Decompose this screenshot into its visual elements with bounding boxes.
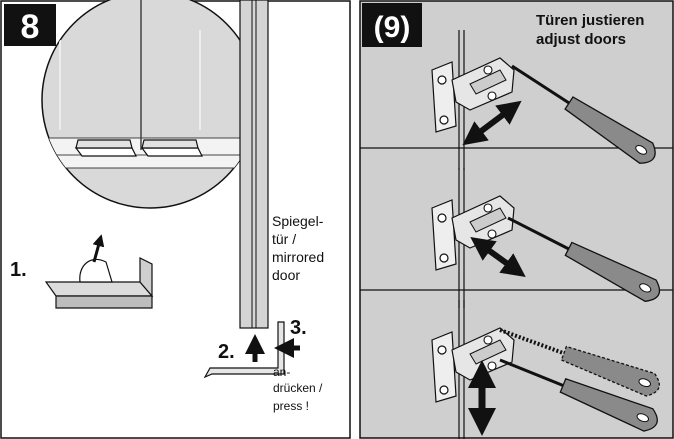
step-8-number: 8 [21,8,40,46]
substep-3: 3. [274,317,307,358]
substep-2: 2. [218,334,265,363]
door-clip-left [74,139,137,157]
adhesive-clip-icon [44,234,154,309]
door-label-line-3: mirrored [272,249,324,265]
press-label-line-3: press ! [273,399,309,413]
step-9-badge: (9) [362,3,422,47]
press-label-line-2: drücken / [273,381,323,395]
substep-2-label: 2. [218,341,235,363]
hinge-row-height [431,300,660,439]
door-label-line-1: Spiegel- [272,213,324,229]
step-8-badge: 8 [4,4,56,46]
substep-3-label: 3. [290,317,307,339]
substep-1: 1. [10,234,154,309]
door-clip-right [140,139,203,157]
hinge-row-lateral [431,168,661,308]
magnified-detail-circle [41,0,259,209]
step-9-number: (9) [374,11,411,44]
step-9-panel: (9) Türen justieren adjust doors [359,0,674,439]
door-label-line-2: tür / [272,231,296,247]
door-label-line-4: door [272,267,300,283]
mirrored-door-profile [203,0,285,379]
step-8-panel: 8 [0,0,351,439]
step-9-title: Türen justieren adjust doors [536,12,644,48]
hinge-row-depth [431,30,656,170]
door-label: Spiegel- tür / mirrored door [272,213,324,283]
substep-1-label: 1. [10,259,27,281]
press-label-line-1: an- [273,365,290,379]
title-english: adjust doors [536,31,626,48]
press-label: an- drücken / press ! [273,365,323,413]
title-german: Türen justieren [536,12,644,29]
